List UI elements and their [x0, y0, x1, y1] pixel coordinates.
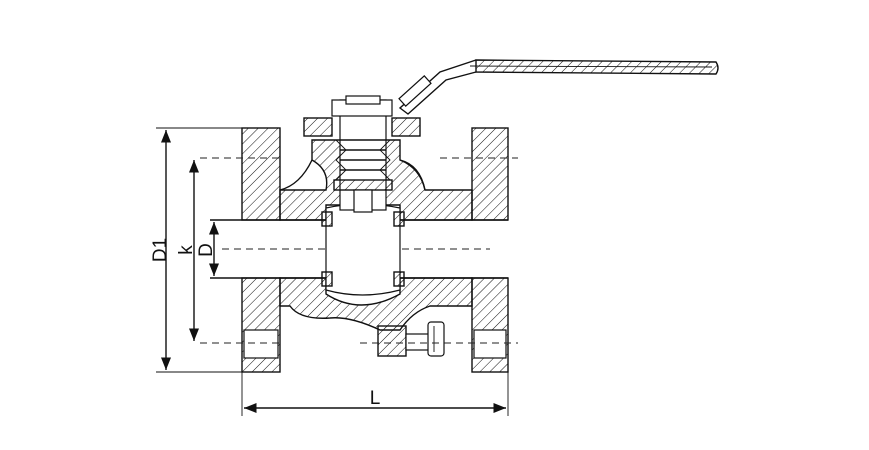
dimension-label-k: k [176, 245, 197, 255]
dimension-d1: D1 [150, 130, 172, 370]
valve-body-lower [279, 277, 473, 331]
right-flange [471, 127, 509, 373]
dimension-label-l: L [370, 388, 381, 409]
handle-lever [398, 59, 719, 115]
left-flange [241, 127, 281, 373]
bolt-centerlines [200, 157, 518, 344]
dimension-label-d1: D1 [150, 238, 171, 262]
dimension-label-d: D [196, 243, 217, 257]
dimension-l: L [244, 388, 506, 414]
extension-lines [156, 127, 509, 416]
dimension-k: k [176, 160, 200, 341]
ball [321, 203, 405, 296]
bottom-stop-bolt [377, 321, 445, 357]
dimension-d: D [196, 222, 220, 276]
stem-assembly [303, 95, 421, 213]
